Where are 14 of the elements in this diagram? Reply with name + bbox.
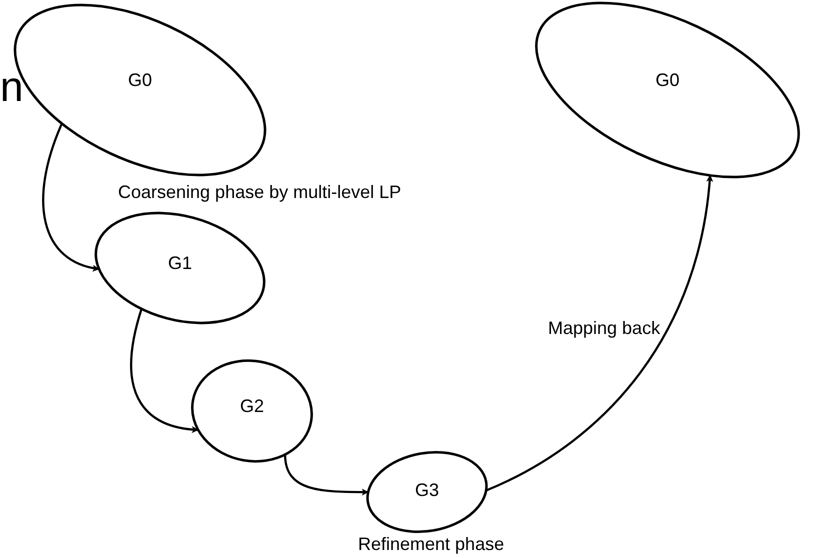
phase-label: Coarsening phase by multi-level LP — [118, 182, 402, 203]
cut-off-letter: n — [0, 63, 24, 111]
graph-label: G3 — [414, 480, 439, 500]
graph-ellipse — [192, 360, 312, 462]
arrow — [42, 123, 100, 272]
phase-label: Mapping back — [548, 318, 660, 339]
graph-ellipse — [95, 214, 265, 322]
arrow — [486, 174, 713, 492]
graph-label: G2 — [240, 396, 264, 416]
arrow — [284, 454, 369, 496]
phase-label: Refinement phase — [358, 534, 504, 555]
graph-label: G1 — [168, 252, 192, 274]
graph-label: G0 — [128, 70, 152, 90]
arrow — [130, 308, 199, 433]
